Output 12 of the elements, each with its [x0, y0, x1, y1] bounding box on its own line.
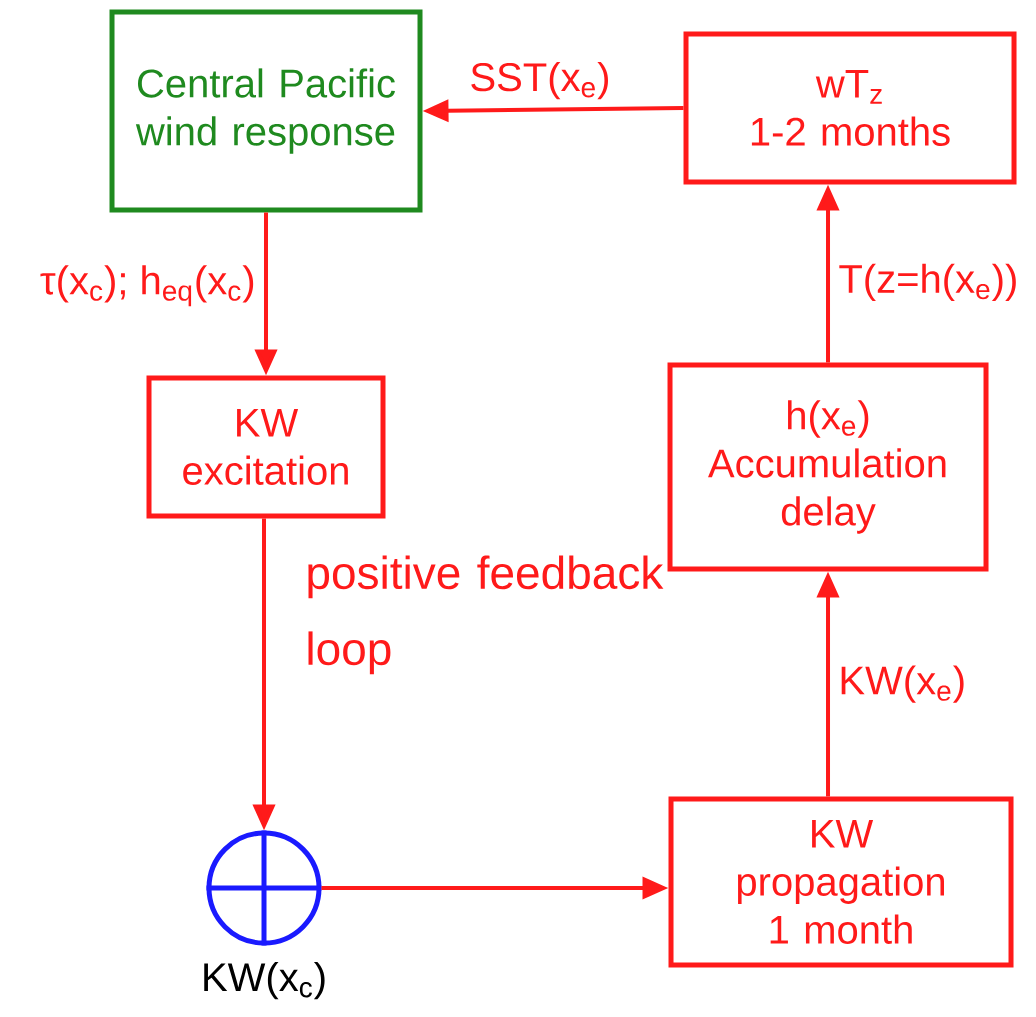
node-caption: KW(x$_{c}$)	[204, 961, 325, 1000]
annotation-text: positive feedback loop	[308, 555, 664, 675]
edge-label: τ(x$_{c}$); h$_{eq}$(x$_{c}$)	[37, 263, 258, 309]
edge-label: SST(x$_{e}$)	[467, 60, 613, 102]
edge-label: KW(x$_{e}$)	[836, 663, 969, 705]
process-box: wT$_{z}$ 1-2 months	[683, 31, 1017, 185]
summing-junction	[204, 828, 324, 948]
edge-label: T(z=h(x$_{e}$))	[836, 261, 1021, 304]
process-box: Central Pacific wind response	[109, 9, 423, 213]
process-box: h(x$_{e}$) Accumulation delay	[667, 362, 989, 572]
process-box: KW excitation	[146, 375, 386, 519]
process-box: KW propagation 1 month	[668, 796, 1014, 968]
